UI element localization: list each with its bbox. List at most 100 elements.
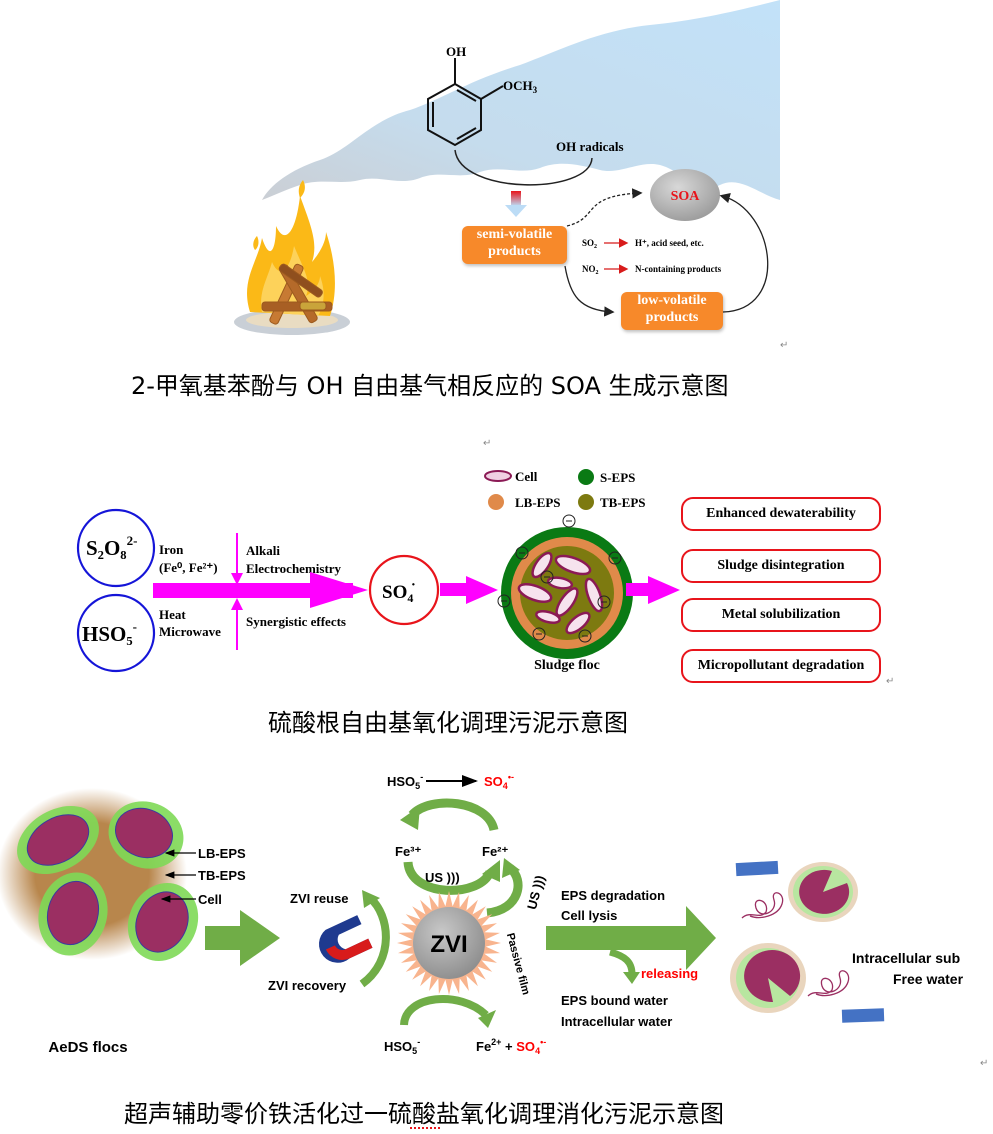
svg-text:Microwave: Microwave <box>159 624 221 639</box>
treated-sludge <box>730 860 885 1023</box>
semi-to-low-arrow <box>564 265 615 317</box>
svg-text:Electrochemistry: Electrochemistry <box>246 561 342 576</box>
figure2-illustration: S₂O₈2- HSO₅- Iron (Fe⁰, Fe²⁺) Heat Micro… <box>76 469 680 673</box>
lb-eps-legend-swatch <box>488 494 504 510</box>
releasing-label: releasing <box>641 966 698 981</box>
activation-arrow-head <box>310 572 368 608</box>
zvi-recovery-reuse-arrow <box>359 894 390 988</box>
svg-text:Fe2+ + SO4•-: Fe2+ + SO4•- <box>476 1037 546 1056</box>
spellcheck-underline <box>410 1124 440 1129</box>
peroxymonosulfate-label: HSO₅- <box>82 619 137 646</box>
svg-text:Heat: Heat <box>159 607 186 622</box>
svg-text:Alkali: Alkali <box>246 543 280 558</box>
no2-product: N-containing products <box>635 264 722 274</box>
svg-text:TB-EPS: TB-EPS <box>600 495 646 510</box>
persulfate-label: S₂O₈2- <box>86 533 137 560</box>
oh-radical-curve <box>454 149 593 186</box>
dashed-arrow <box>566 188 643 227</box>
floc-legend: Cell S-EPS LB-EPS TB-EPS <box>484 469 646 510</box>
down-arrow-head <box>505 205 527 217</box>
svg-text:LB-EPS: LB-EPS <box>198 846 246 861</box>
tb-eps-legend-swatch <box>578 494 594 510</box>
svg-text:SO4•-: SO4•- <box>484 772 514 791</box>
zvi-label: ZVI <box>430 931 467 958</box>
peroxymonosulfate-circle <box>76 593 156 673</box>
us-label-side: US ))) <box>524 874 547 911</box>
svg-text:HSO5-: HSO5- <box>387 772 423 791</box>
magnet-icon <box>319 915 373 963</box>
svg-text:NO2: NO2 <box>582 264 599 276</box>
outcome-sludge-disintegration: Sludge disintegration <box>681 549 881 583</box>
free-water-icon <box>841 1008 885 1023</box>
paragraph-mark: ↵ <box>483 438 492 449</box>
paragraph-mark: ↵ <box>980 1058 989 1069</box>
sludge-floc-label: Sludge floc <box>534 658 600 673</box>
low-to-soa-arrow <box>719 192 769 313</box>
svg-text:ZVI reuse: ZVI reuse <box>290 891 349 906</box>
soa-label: SOA <box>671 189 701 204</box>
fe2-to-fe3-arrow <box>408 798 499 832</box>
floc-to-zvi-arrow <box>205 910 280 966</box>
svg-text:Cell lysis: Cell lysis <box>561 908 617 923</box>
figure3-illustration: LB-EPS TB-EPS Cell AeDS flocs HSO5- SO4•… <box>0 772 964 1056</box>
semi-volatile-products-box: semi-volatile products <box>462 226 567 264</box>
paragraph-mark: ↵ <box>886 676 895 687</box>
zvi-particle <box>397 891 501 995</box>
figure1-illustration: OH OCH3 OH radicals SOA SO2 H⁺, acid see… <box>234 0 780 335</box>
svg-text:TB-EPS: TB-EPS <box>198 868 246 883</box>
svg-text:Fe²⁺: Fe²⁺ <box>482 844 509 859</box>
paragraph-mark: ↵ <box>780 340 789 351</box>
outcome-micropollutant-degradation: Micropollutant degradation <box>681 649 881 683</box>
svg-text:Intracellular water: Intracellular water <box>561 1014 672 1029</box>
free-water-icon <box>735 860 779 877</box>
low-volatile-products-box: low-volatile products <box>621 292 723 330</box>
oh-radicals-label: OH radicals <box>556 139 624 154</box>
figure2-caption: 硫酸根自由基氧化调理污泥示意图 <box>268 709 628 737</box>
bottom-reaction-arrow <box>400 995 489 1026</box>
us-label-bottom: US ))) <box>425 870 460 885</box>
svg-text:Free water: Free water <box>893 971 964 987</box>
so2-product: H⁺, acid seed, etc. <box>635 238 704 248</box>
aeds-flocs <box>0 788 199 961</box>
output-arrow-head <box>648 576 680 604</box>
smoke-plume <box>262 0 780 200</box>
svg-text:(Fe⁰, Fe²⁺): (Fe⁰, Fe²⁺) <box>159 560 218 575</box>
svg-text:LB-EPS: LB-EPS <box>515 495 561 510</box>
figure3-caption: 超声辅助零价铁活化过一硫酸盐氧化调理消化污泥示意图 <box>124 1100 724 1128</box>
figure1-caption: 2-甲氧基苯酚与 OH 自由基气相反应的 SOA 生成示意图 <box>131 372 729 400</box>
cell-legend-swatch <box>484 470 512 482</box>
outcome-enhanced-dewaterability: Enhanced dewaterability <box>681 497 881 531</box>
svg-text:Iron: Iron <box>159 542 184 557</box>
aeds-flocs-label: AeDS flocs <box>48 1039 127 1056</box>
output-arrow-shaft <box>626 583 651 596</box>
svg-text:Synergistic effects: Synergistic effects <box>246 614 346 629</box>
svg-text:Cell: Cell <box>515 469 538 484</box>
svg-text:EPS degradation: EPS degradation <box>561 888 665 903</box>
releasing-arrow <box>609 948 636 975</box>
svg-text:Intracellular sub: Intracellular sub <box>852 950 960 966</box>
sulfate-radical-circle <box>368 554 440 626</box>
svg-text:S-EPS: S-EPS <box>600 470 635 485</box>
oh-label: OH <box>446 44 466 59</box>
intracellular-substance-icon <box>741 892 784 919</box>
persulfate-circle <box>76 508 156 588</box>
down-arrow-shaft <box>511 191 521 206</box>
svg-text:Cell: Cell <box>198 892 222 907</box>
campfire-icon <box>234 180 350 335</box>
treatment-arrow <box>546 906 716 970</box>
svg-text:SO2: SO2 <box>582 238 597 250</box>
sulfate-radical-label: SO4̇ <box>382 582 415 605</box>
svg-text:HSO5-: HSO5- <box>384 1037 420 1056</box>
guaiacol-molecule <box>427 58 504 147</box>
soa-ellipse <box>650 169 720 221</box>
passive-film-label: Passive film <box>504 932 532 997</box>
svg-text:OCH3: OCH3 <box>503 78 538 95</box>
radical-arrow-head <box>466 576 498 604</box>
activation-arrow-shaft <box>153 583 353 598</box>
radical-arrow-shaft <box>440 583 470 596</box>
sludge-floc <box>497 514 633 659</box>
svg-text:EPS bound water: EPS bound water <box>561 993 668 1008</box>
fe3-to-fe2-arrow <box>403 861 495 895</box>
s-eps-legend-swatch <box>578 469 594 485</box>
svg-text:ZVI recovery: ZVI recovery <box>268 978 347 993</box>
